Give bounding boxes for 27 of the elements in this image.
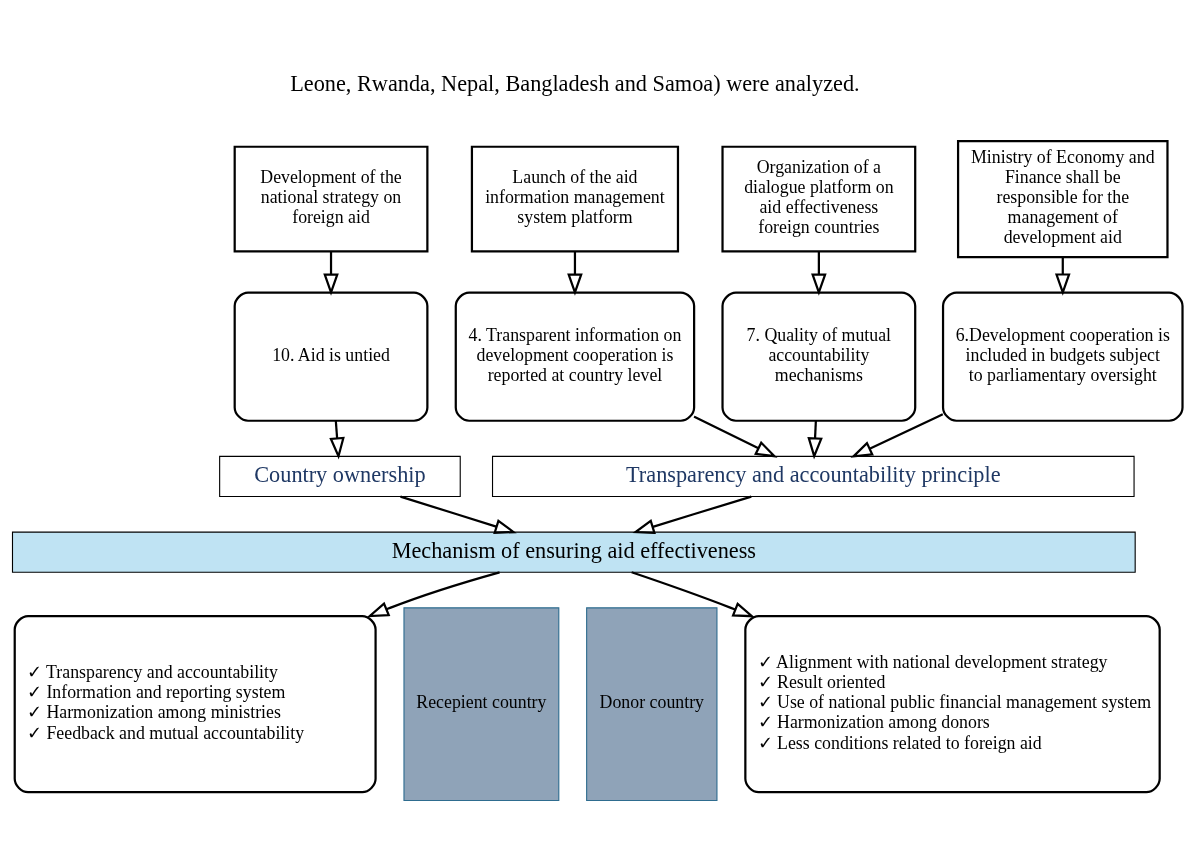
arrow	[323, 251, 339, 296]
node-box: Ministry of Economy and Finance shall be responsible for the management of development aid	[956, 139, 1169, 258]
arrow	[693, 415, 778, 458]
arrow	[807, 420, 823, 460]
arrow	[366, 570, 500, 617]
arrow	[632, 495, 752, 534]
node-box: ✓ Transparency and accountability ✓ Information and reporting system ✓ Harmonization among ministries ✓ Feedback and mutual accountability	[13, 614, 377, 793]
node-box: Development of the national strategy on foreign aid	[233, 145, 429, 253]
node-box: 10. Aid is untied	[233, 291, 429, 422]
node-box: 4. Transparent information on development cooperation is reported at country level	[454, 291, 696, 422]
arrow	[567, 251, 583, 296]
node-box: Launch of the aid information management system platform	[470, 145, 680, 253]
node-box: ✓ Alignment with national development strategy ✓ Result oriented ✓ Use of national public financial management system ✓ Harmonization among donors ✓ Less conditions related to foreign aid	[744, 614, 1161, 793]
arrow	[329, 420, 345, 460]
node-box: Transparency and accountability principle	[491, 455, 1135, 497]
node-box: Country ownership	[219, 455, 461, 497]
arrow	[811, 251, 827, 296]
label: Leone, Rwanda, Nepal, Bangladesh and Samoa) were analyzed.	[290, 70, 860, 96]
arrow	[631, 570, 756, 617]
arrow	[850, 412, 944, 458]
node-box: Organization of a dialogue platform on aid effectiveness foreign countries	[721, 145, 917, 253]
node-box: Donor country	[586, 606, 718, 801]
node-box: 6.Development cooperation is included in budgets subject to parliamentary oversight	[941, 291, 1184, 422]
node-box: Recepient country	[403, 606, 560, 801]
arrow	[400, 495, 517, 534]
node-box: Mechanism of ensuring aid effectiveness	[11, 531, 1136, 573]
node-box: 7. Quality of mutual accountability mechanisms	[721, 291, 917, 422]
